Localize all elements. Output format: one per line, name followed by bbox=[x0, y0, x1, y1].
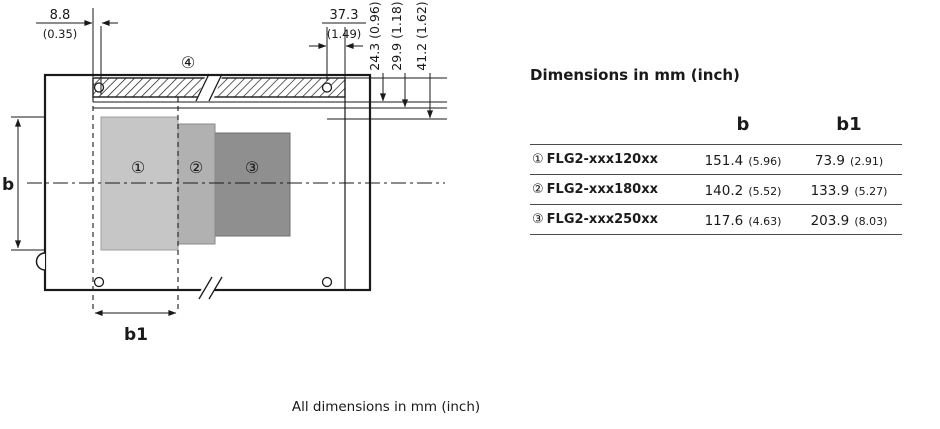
mounting-hole-top-right bbox=[321, 82, 333, 93]
bottom-break-symbol bbox=[197, 276, 223, 300]
dim-24-3: 24.3 (0.96) bbox=[367, 1, 382, 70]
b1-inch: (2.91) bbox=[850, 155, 884, 168]
col-header-b1: b1 bbox=[836, 114, 862, 135]
dim-8-8-inch: (0.35) bbox=[43, 27, 78, 41]
dimension-drawing: ① ② ③ ④ 8.8 (0.35) 37. bbox=[2, 1, 447, 345]
b-cell: 140.2 (5.52) bbox=[690, 174, 796, 205]
b-inch: (4.63) bbox=[748, 215, 782, 228]
bar-break-symbol bbox=[195, 73, 223, 102]
b-mm: 140.2 bbox=[704, 183, 744, 199]
table-title: Dimensions in mm (inch) bbox=[530, 66, 740, 84]
bottom-caption: All dimensions in mm (inch) bbox=[291, 399, 481, 415]
b1-inch: (5.27) bbox=[854, 185, 888, 198]
table-header-row: b b1 bbox=[530, 114, 902, 145]
dim-41-2: 41.2 (1.62) bbox=[414, 1, 429, 70]
dim-37-3-inch: (1.49) bbox=[327, 27, 362, 41]
col-header-model bbox=[530, 114, 690, 145]
mounting-hole-top-left bbox=[93, 82, 105, 93]
b-mm: 151.4 bbox=[704, 153, 744, 169]
b1-mm: 133.9 bbox=[810, 183, 850, 199]
b-cell: 117.6 (4.63) bbox=[690, 204, 796, 235]
col-header-b: b bbox=[736, 114, 750, 135]
b1-cell: 133.9 (5.27) bbox=[796, 174, 902, 205]
b1-cell: 73.9 (2.91) bbox=[796, 144, 902, 175]
callout-2: ② bbox=[189, 158, 203, 177]
b1-inch: (8.03) bbox=[854, 215, 888, 228]
dim-37-3: 37.3 (1.49) bbox=[309, 8, 366, 81]
dim-37-3-mm: 37.3 bbox=[330, 8, 359, 23]
b-inch: (5.52) bbox=[748, 185, 782, 198]
model-name: FLG2-xxx120xx bbox=[546, 152, 658, 167]
dim-8-8: 8.8 (0.35) bbox=[36, 8, 118, 95]
b1-mm: 203.9 bbox=[810, 213, 850, 229]
dim-b: b bbox=[2, 116, 44, 251]
b-mm: 117.6 bbox=[704, 213, 744, 229]
mounting-hole-bottom-left bbox=[93, 276, 105, 288]
b-cell: 151.4 (5.96) bbox=[690, 144, 796, 175]
callout-3: ③ bbox=[245, 158, 259, 177]
row-marker: ③ bbox=[532, 212, 544, 227]
dim-right-stack: 24.3 (0.96) 29.9 (1.18) 41.2 (1.62) bbox=[367, 1, 434, 119]
mounting-hole-bottom-right bbox=[321, 276, 333, 288]
dim-b-label: b bbox=[2, 175, 14, 195]
b-inch: (5.96) bbox=[748, 155, 782, 168]
cable-gland-bump bbox=[35, 252, 46, 271]
row-marker: ① bbox=[532, 152, 544, 167]
row-marker: ② bbox=[532, 182, 544, 197]
b1-cell: 203.9 (8.03) bbox=[796, 204, 902, 235]
callout-1: ① bbox=[131, 158, 145, 177]
model-name: FLG2-xxx180xx bbox=[546, 182, 658, 197]
dim-8-8-mm: 8.8 bbox=[50, 8, 71, 23]
b1-mm: 73.9 bbox=[814, 153, 845, 169]
callout-4: ④ bbox=[181, 53, 195, 72]
dim-b1: b1 bbox=[94, 309, 177, 345]
dim-29-9: 29.9 (1.18) bbox=[389, 1, 404, 70]
dim-b1-label: b1 bbox=[124, 325, 148, 345]
model-name: FLG2-xxx250xx bbox=[546, 212, 658, 227]
b1-extension-lines bbox=[92, 97, 179, 313]
